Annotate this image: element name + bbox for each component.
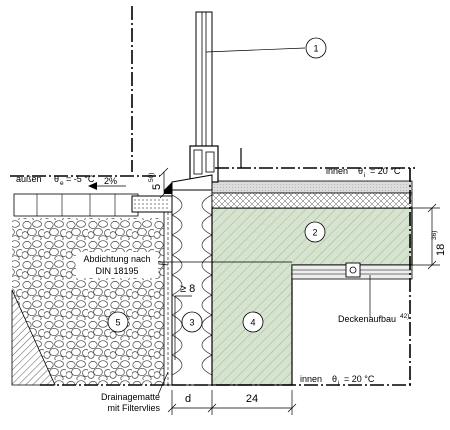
- svg-text:42): 42): [400, 313, 409, 320]
- sealing-label: Abdichtung nach DIN 18195: [76, 252, 158, 278]
- drainage-mat: [163, 211, 173, 386]
- marker-5: 5: [107, 311, 129, 333]
- paving-slabs: [13, 193, 173, 217]
- dimension-min-insulation: ≥ 8: [180, 283, 195, 295]
- reference-lines: [132, 261, 292, 360]
- svg-text:Abdichtung nach: Abdichtung nach: [83, 254, 150, 264]
- marker-4: 4: [242, 311, 264, 333]
- svg-text:Drainagematte: Drainagematte: [101, 392, 160, 402]
- svg-text:= 20 °C: = 20 °C: [344, 374, 375, 384]
- svg-text:θ: θ: [358, 166, 363, 176]
- svg-text:DIN 18195: DIN 18195: [95, 266, 138, 276]
- svg-text:3: 3: [189, 318, 194, 328]
- svg-text:50): 50): [148, 173, 155, 182]
- floor-buildup: [211, 180, 413, 209]
- svg-text:Deckenaufbau: Deckenaufbau: [338, 314, 396, 324]
- svg-text:innen: innen: [326, 166, 348, 176]
- svg-text:5: 5: [115, 318, 120, 328]
- dimension-chains: [88, 167, 440, 415]
- svg-text:θ: θ: [54, 174, 59, 184]
- svg-text:4: 4: [250, 318, 255, 328]
- dimension-gap: 5 50): [148, 173, 163, 190]
- svg-text:e: e: [60, 180, 64, 187]
- svg-text:i: i: [338, 380, 339, 387]
- svg-text:außen: außen: [16, 174, 42, 184]
- gravel-backfill: [11, 218, 164, 386]
- window-frame: [164, 11, 219, 194]
- svg-text:1: 1: [313, 44, 318, 54]
- ceiling-buildup: [291, 262, 413, 280]
- dimension-slab: 18 36): [431, 231, 447, 256]
- ceiling-buildup-label: Deckenaufbau 42): [338, 313, 409, 324]
- marker-1: 1: [305, 37, 327, 59]
- slope-label: 2%: [104, 176, 117, 186]
- dimension-wall: 24: [246, 393, 258, 405]
- svg-text:θ: θ: [332, 374, 337, 384]
- svg-text:innen: innen: [300, 374, 322, 384]
- perimeter-insulation: [171, 189, 213, 386]
- svg-text:= -5 °C: = -5 °C: [66, 174, 95, 184]
- svg-text:36): 36): [431, 231, 438, 240]
- svg-text:18: 18: [435, 244, 447, 256]
- drainage-label: Drainagematte mit Filtervlies: [101, 392, 161, 413]
- dimension-d: d: [185, 393, 191, 405]
- svg-text:mit Filtervlies: mit Filtervlies: [107, 403, 160, 413]
- inside-climate-top-label: innen θ i = 20 °C: [326, 166, 401, 179]
- svg-text:i: i: [364, 172, 365, 179]
- outside-climate-label: außen θ e = -5 °C: [16, 174, 95, 187]
- svg-text:2: 2: [312, 228, 317, 238]
- marker-3: 3: [181, 311, 203, 333]
- svg-text:5: 5: [151, 184, 163, 190]
- construction-lines: [10, 6, 415, 386]
- marker-2: 2: [304, 221, 326, 243]
- svg-text:= 20 °C: = 20 °C: [370, 166, 401, 176]
- inside-climate-bottom-label: innen θ i = 20 °C: [300, 374, 375, 387]
